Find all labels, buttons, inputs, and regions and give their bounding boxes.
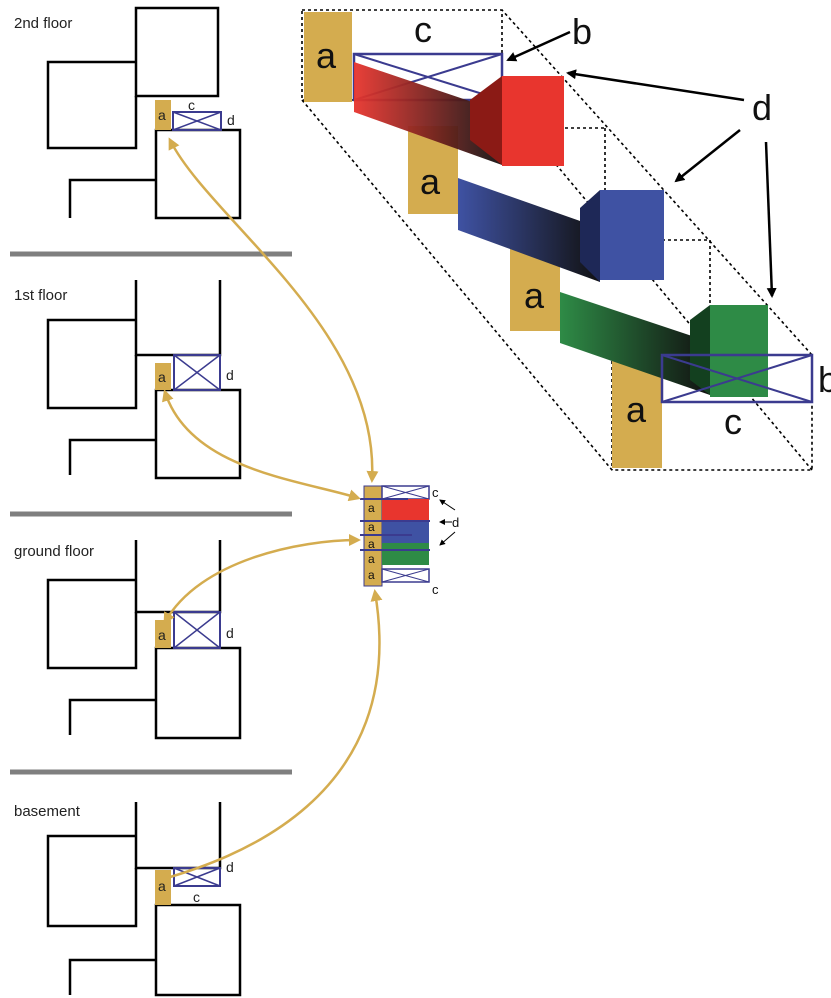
stairwell-3d: a a a a c c b b d	[301, 9, 831, 471]
connector-ground-floor	[163, 534, 361, 625]
landing-green-d	[710, 305, 768, 397]
room-block	[68, 388, 242, 480]
floor-plan-ground: ground floor a d	[14, 540, 242, 740]
flight-green-ramp	[560, 292, 710, 395]
flight-blue-side	[580, 190, 600, 282]
label-a: a	[158, 369, 166, 385]
room-block	[68, 128, 242, 220]
elevator-a-top	[304, 12, 352, 102]
label-a: a	[524, 275, 545, 316]
stair-cross	[172, 111, 222, 131]
label-a: a	[368, 552, 375, 566]
label-a: a	[158, 878, 166, 894]
room-block	[134, 6, 220, 98]
floor-plan-2nd: 2nd floor a c d	[14, 6, 242, 220]
connector-2nd-floor	[168, 137, 379, 483]
flight-red-side	[470, 76, 502, 165]
floor-label-2nd: 2nd floor	[14, 15, 72, 32]
floor-plan-1st: 1st floor a d	[14, 280, 242, 480]
landing-red-d	[502, 76, 564, 166]
flight-green-side	[690, 305, 710, 395]
floor-plan-basement: basement a d c	[14, 802, 242, 997]
flight-blue	[382, 521, 429, 543]
label-a: a	[158, 627, 166, 643]
label-d: d	[227, 112, 235, 128]
label-a: a	[368, 520, 375, 534]
label-a: a	[368, 501, 375, 515]
label-a: a	[420, 161, 441, 202]
flight-blue-ramp	[458, 178, 600, 282]
room-block	[46, 60, 138, 150]
stair-cross	[381, 485, 430, 500]
room-block	[46, 834, 138, 928]
room-block	[68, 903, 242, 997]
label-c: c	[193, 889, 200, 905]
floor-label-1st: 1st floor	[14, 287, 67, 304]
arrow-d	[439, 499, 456, 511]
connector-basement	[157, 589, 383, 884]
label-d: d	[452, 515, 459, 530]
label-d: d	[226, 625, 234, 641]
label-a: a	[626, 389, 647, 430]
label-c: c	[188, 97, 195, 113]
label-d: d	[226, 367, 234, 383]
arrow-b	[506, 30, 571, 62]
landing-blue-d	[600, 190, 664, 280]
connector-1st-floor	[162, 389, 361, 502]
elevator-a	[155, 100, 171, 130]
label-c: c	[432, 582, 439, 597]
room-block	[46, 578, 138, 670]
arrow-d	[439, 531, 456, 546]
connector-arrows	[157, 137, 383, 884]
label-a: a	[316, 35, 337, 76]
label-c: c	[432, 485, 439, 500]
flight-red-ramp	[354, 62, 502, 165]
label-a: a	[368, 568, 375, 582]
flight-green	[382, 543, 429, 565]
stair-cross	[381, 568, 430, 583]
label-c: c	[414, 9, 432, 50]
room-block	[134, 540, 222, 614]
room-block	[134, 280, 222, 357]
elevator-a	[155, 363, 171, 390]
label-a: a	[368, 537, 375, 551]
floor-label-ground: ground floor	[14, 543, 94, 560]
room-block	[46, 318, 138, 410]
arrow-d	[566, 69, 745, 102]
label-c: c	[724, 401, 742, 442]
stair-box-c-bottom	[660, 353, 814, 404]
flight-red	[382, 499, 429, 521]
floor-label-basement: basement	[14, 803, 81, 820]
label-a: a	[158, 107, 166, 123]
label-b: b	[818, 359, 831, 400]
section-stack: a a a a a c c d	[360, 485, 459, 597]
arrow-d	[674, 129, 741, 183]
room-block	[68, 646, 242, 740]
label-b: b	[572, 11, 592, 52]
label-d: d	[752, 87, 772, 128]
room-block	[134, 802, 222, 870]
label-d: d	[226, 859, 234, 875]
arrow-d	[764, 141, 777, 298]
stair-cross	[661, 354, 813, 403]
stair-box-c	[172, 111, 222, 131]
stair-box-c-bottom	[381, 568, 430, 583]
